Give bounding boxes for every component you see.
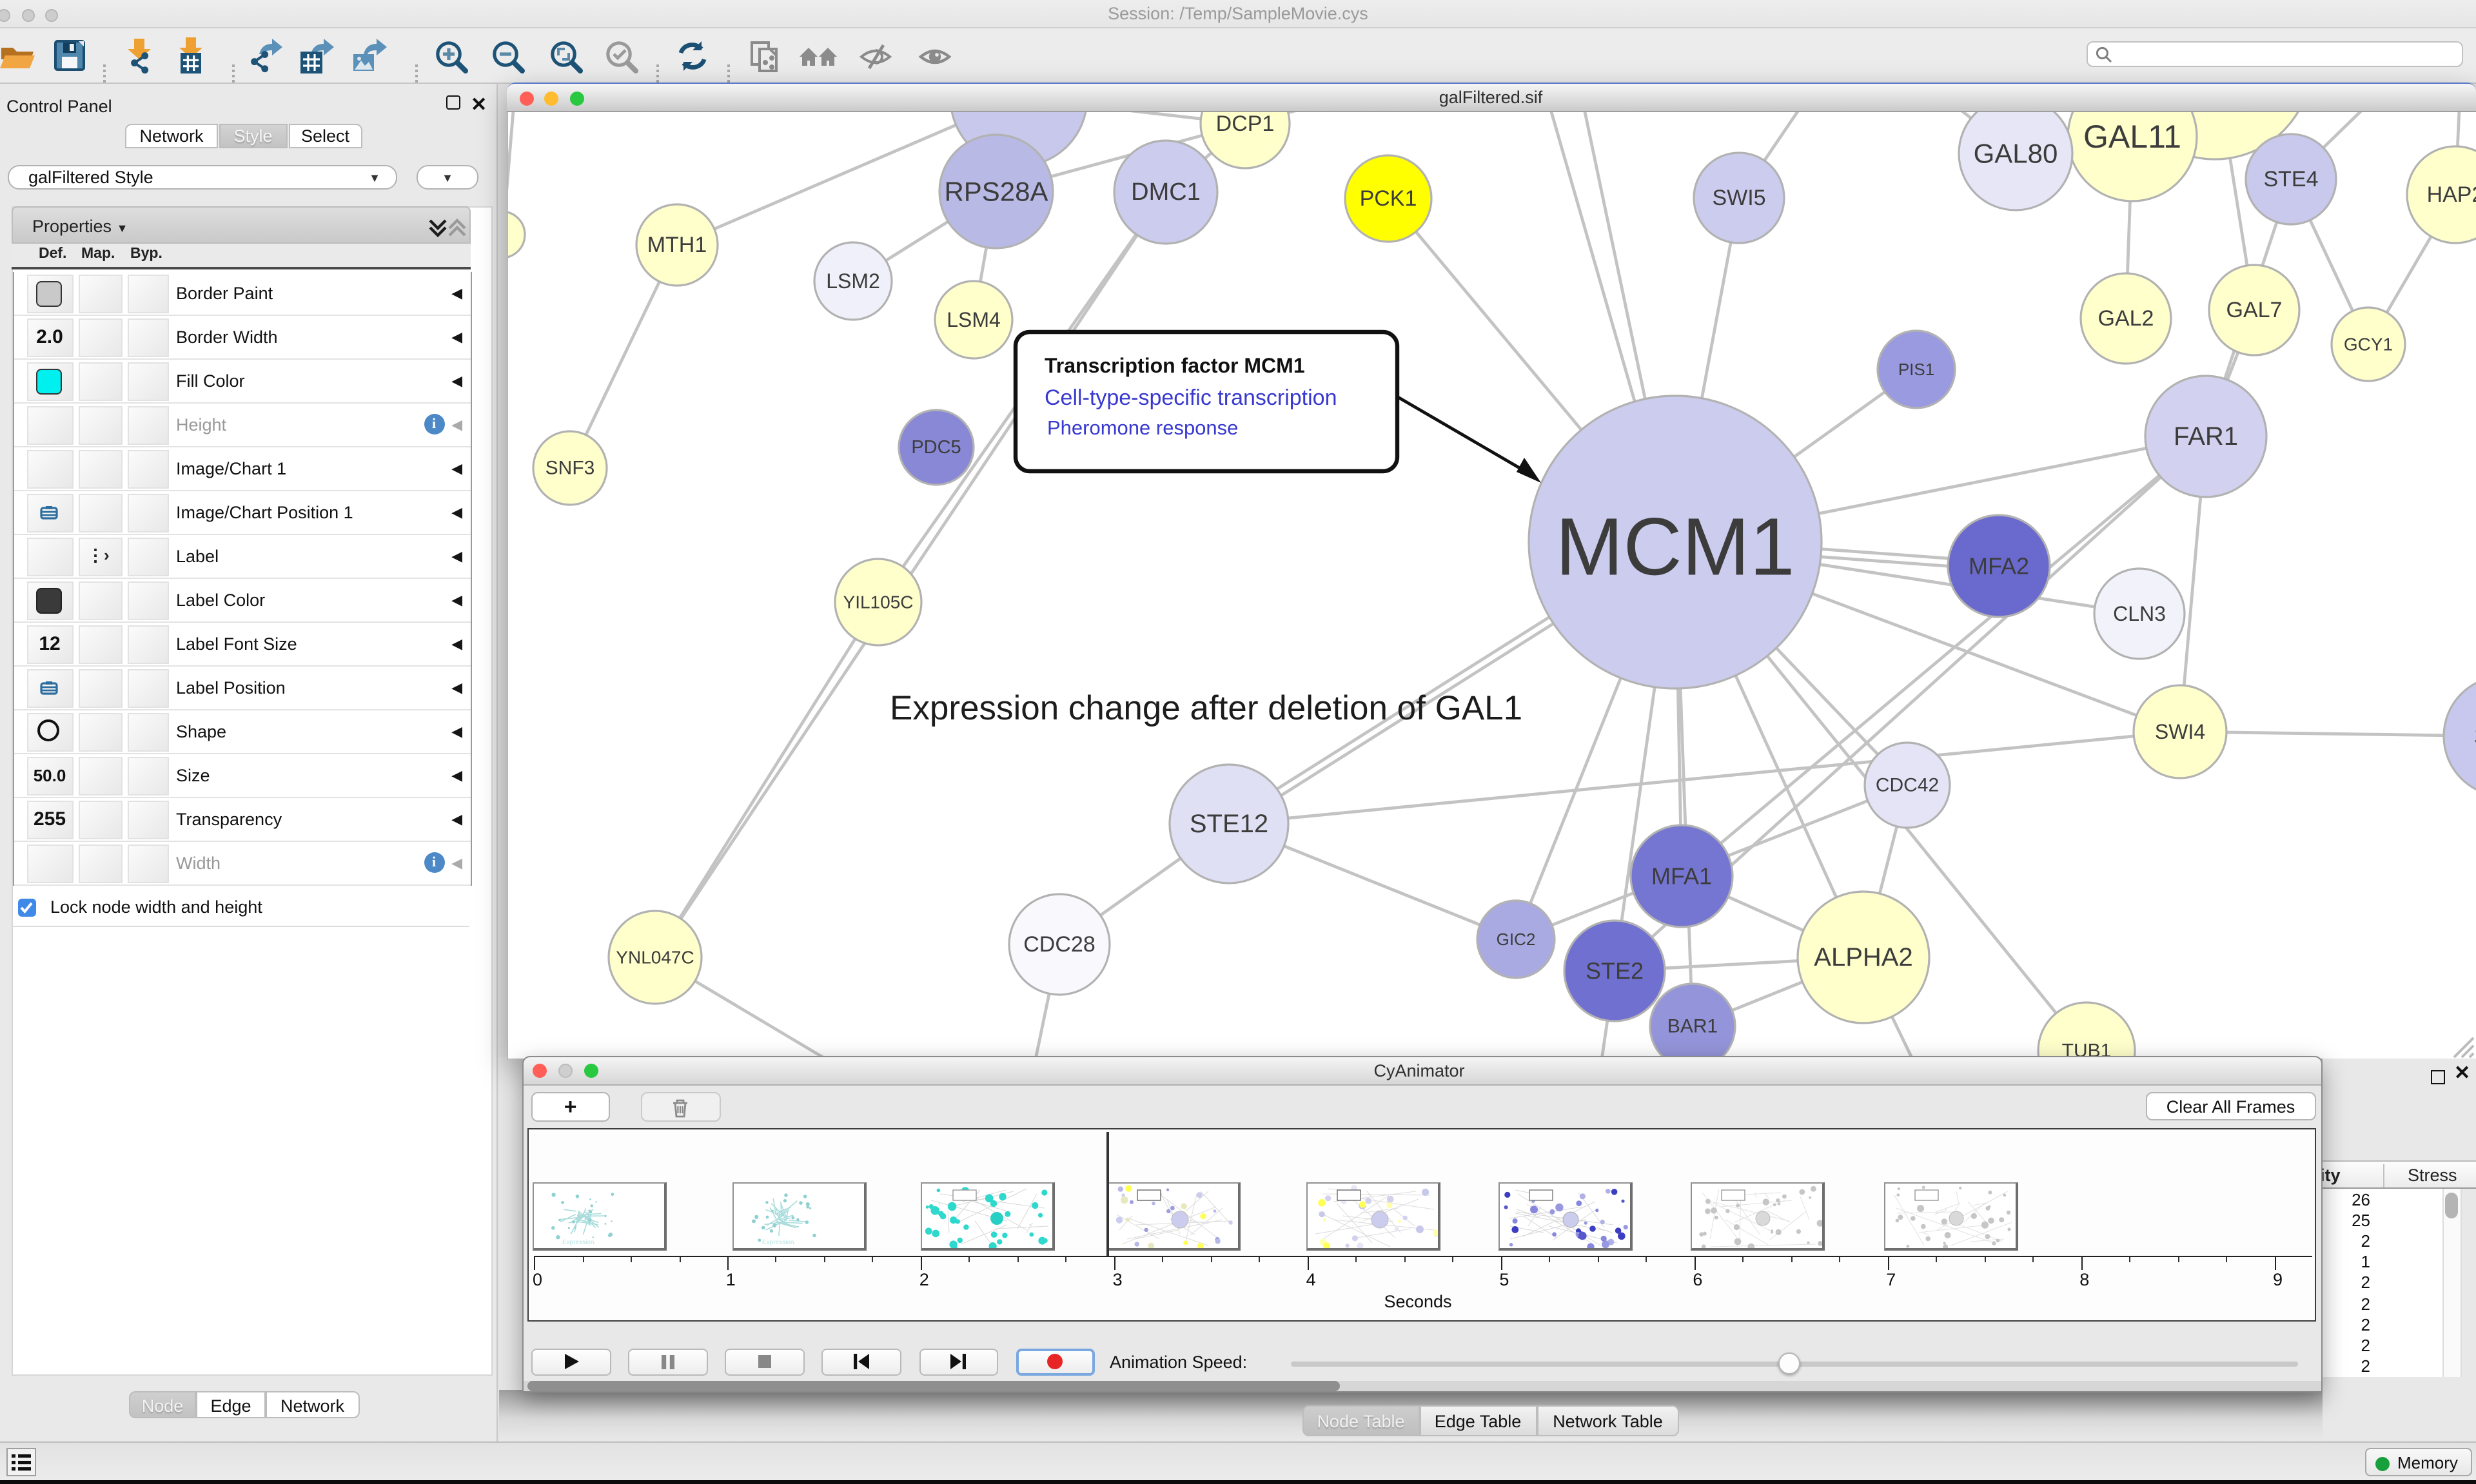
svg-text:CDC42: CDC42	[1876, 775, 1939, 796]
svg-text:RPS28A: RPS28A	[944, 177, 1048, 207]
svg-text:GAL2: GAL2	[2098, 306, 2154, 331]
svg-text:Transcription factor MCM1: Transcription factor MCM1	[1045, 354, 1305, 377]
svg-text:SNF3: SNF3	[545, 458, 595, 479]
svg-text:GAL80: GAL80	[1974, 139, 2058, 169]
svg-text:MFA1: MFA1	[1651, 863, 1712, 890]
svg-text:SWI5: SWI5	[1712, 186, 1765, 210]
svg-text:FAR1: FAR1	[2174, 422, 2238, 451]
svg-text:PDC5: PDC5	[911, 437, 961, 458]
svg-text:Expression: Expression	[761, 1239, 793, 1246]
svg-text:Expression change after deleti: Expression change after deletion of GAL1	[890, 689, 1522, 727]
svg-text:DMC1: DMC1	[1131, 179, 1201, 206]
svg-text:STE4: STE4	[2263, 167, 2318, 191]
svg-text:BAR1: BAR1	[1667, 1016, 1718, 1037]
svg-text:MCM1: MCM1	[1556, 502, 1795, 592]
svg-text:SWI4: SWI4	[2155, 720, 2205, 743]
svg-text:SLT2: SLT2	[2474, 722, 2476, 750]
svg-text:GCY1: GCY1	[2344, 335, 2393, 355]
svg-text:CLN3: CLN3	[2113, 602, 2166, 625]
svg-text:GAL7: GAL7	[2226, 298, 2283, 322]
svg-text:CDC28: CDC28	[1023, 932, 1095, 957]
svg-text:Expression: Expression	[562, 1239, 593, 1246]
svg-text:GIC2: GIC2	[1497, 930, 1536, 949]
svg-text:Pheromone response: Pheromone response	[1047, 416, 1238, 439]
svg-text:Cell-type-specific transcripti: Cell-type-specific transcription	[1045, 386, 1337, 410]
svg-text:HAP2: HAP2	[2427, 182, 2476, 207]
svg-text:STE2: STE2	[1586, 958, 1644, 984]
svg-text:YIL105C: YIL105C	[843, 592, 914, 612]
svg-text:MTH1: MTH1	[647, 233, 707, 257]
svg-text:LSM2: LSM2	[826, 269, 880, 293]
svg-text:MFA2: MFA2	[1969, 553, 2029, 580]
svg-text:STE12: STE12	[1190, 810, 1268, 838]
svg-text:DCP1: DCP1	[1216, 112, 1275, 136]
svg-text:GAL11: GAL11	[2083, 119, 2181, 155]
svg-text:PCK1: PCK1	[1360, 186, 1417, 211]
svg-text:YNL047C: YNL047C	[616, 948, 694, 968]
svg-text:LSM4: LSM4	[947, 308, 1001, 331]
svg-text:PIS1: PIS1	[1898, 360, 1934, 379]
svg-text:ALPHA2: ALPHA2	[1814, 943, 1912, 971]
